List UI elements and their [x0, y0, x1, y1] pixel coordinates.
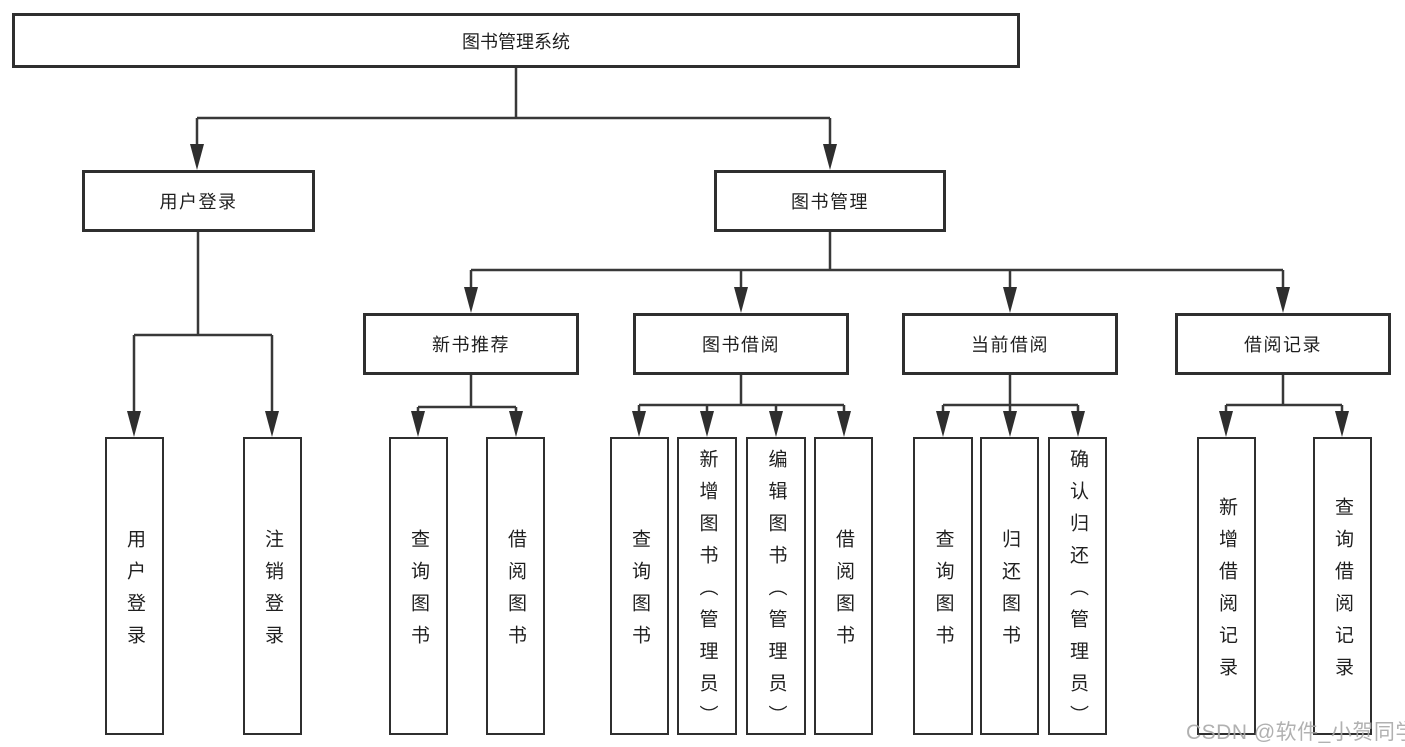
node-user-login-branch-label: 用户登录 — [159, 192, 238, 212]
connector-book-mgmt — [469, 232, 1285, 289]
leaf-bb-add-book-admin-label: 新增图书（管理员） — [696, 448, 718, 737]
leaf-cb-query-book: 查询图书 — [913, 437, 973, 735]
node-current-borrowing-label: 当前借阅 — [971, 335, 1049, 355]
node-user-login-branch: 用户登录 — [82, 170, 315, 232]
node-library-management-system: 图书管理系统 — [12, 13, 1020, 68]
connector-book-borrow — [637, 375, 846, 413]
leaf-rec-query-book: 查询图书 — [389, 437, 448, 735]
leaf-cb-confirm-return-admin-label: 确认归还（管理员） — [1067, 448, 1088, 737]
connector-user-login — [132, 232, 274, 413]
connector-new-book-rec — [416, 375, 518, 413]
leaf-bb-query-book: 查询图书 — [610, 437, 669, 735]
leaf-rec-query-book-label: 查询图书 — [408, 528, 429, 657]
connector-borrow-record — [1224, 375, 1344, 413]
node-new-book-recommendation-label: 新书推荐 — [432, 335, 510, 355]
node-new-book-recommendation: 新书推荐 — [363, 313, 579, 375]
leaf-br-add-record: 新增借阅记录 — [1197, 437, 1256, 735]
node-book-management-label: 图书管理 — [791, 192, 869, 212]
node-library-management-system-label: 图书管理系统 — [462, 31, 570, 52]
connector-current-borrow — [941, 375, 1080, 413]
leaf-bb-add-book-admin: 新增图书（管理员） — [677, 437, 737, 737]
leaf-logout: 注销登录 — [243, 437, 302, 735]
leaf-cb-confirm-return-admin: 确认归还（管理员） — [1048, 437, 1107, 737]
leaf-bb-borrow-book-label: 借阅图书 — [833, 528, 854, 657]
node-borrowing-records: 借阅记录 — [1175, 313, 1391, 375]
leaf-bb-edit-book-admin-label: 编辑图书（管理员） — [765, 448, 787, 737]
leaf-br-query-record: 查询借阅记录 — [1313, 437, 1372, 735]
leaf-user-login-label: 用户登录 — [124, 528, 145, 657]
leaf-bb-edit-book-admin: 编辑图书（管理员） — [746, 437, 806, 737]
leaf-bb-query-book-label: 查询图书 — [629, 528, 650, 657]
leaf-br-add-record-label: 新增借阅记录 — [1216, 496, 1237, 689]
leaf-rec-borrow-book: 借阅图书 — [486, 437, 545, 735]
node-borrowing-records-label: 借阅记录 — [1244, 335, 1322, 355]
node-book-borrowing-label: 图书借阅 — [702, 335, 780, 355]
csdn-watermark: CSDN @软件_小贺同学 — [1186, 721, 1405, 744]
arrowheads — [127, 144, 1349, 437]
leaf-user-login: 用户登录 — [105, 437, 164, 735]
leaf-bb-borrow-book: 借阅图书 — [814, 437, 873, 735]
connector-root — [195, 68, 832, 146]
node-book-borrowing: 图书借阅 — [633, 313, 849, 375]
leaf-rec-borrow-book-label: 借阅图书 — [505, 528, 526, 657]
leaf-br-query-record-label: 查询借阅记录 — [1332, 496, 1353, 689]
node-book-management: 图书管理 — [714, 170, 946, 232]
leaf-cb-return-book: 归还图书 — [980, 437, 1039, 735]
leaf-cb-query-book-label: 查询图书 — [932, 528, 954, 657]
node-current-borrowing: 当前借阅 — [902, 313, 1118, 375]
leaf-logout-label: 注销登录 — [262, 528, 283, 657]
leaf-cb-return-book-label: 归还图书 — [999, 528, 1020, 657]
